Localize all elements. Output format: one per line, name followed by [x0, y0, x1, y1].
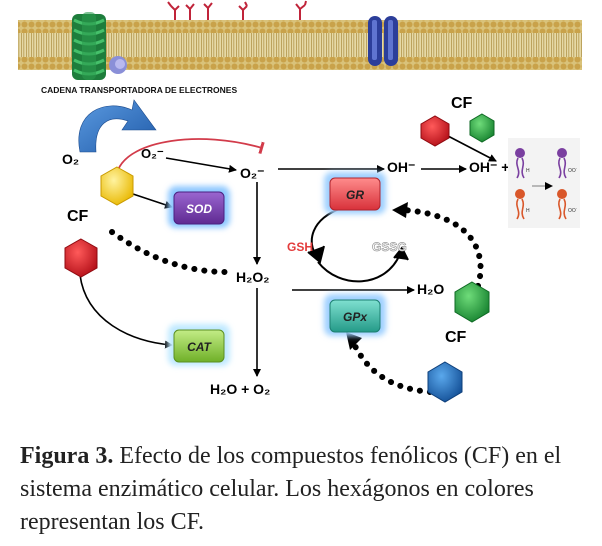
- figure-caption: Figura 3. Efecto de los compuestos fenól…: [20, 440, 590, 539]
- glycan-chains: [167, 0, 307, 20]
- species-superoxide-small: O₂⁻: [141, 146, 164, 161]
- membrane-label: CADENA TRANSPORTADORA DE ELECTRONES: [41, 85, 237, 95]
- dotted-path-heads: [346, 202, 408, 350]
- svg-text:OO˙: OO˙: [568, 208, 577, 214]
- label-gsh: GSH: [287, 240, 313, 254]
- species-o2: O₂: [62, 151, 79, 167]
- species-h2o-o2: H₂O + O₂: [210, 381, 270, 397]
- lipid-orange-h: H: [515, 189, 530, 220]
- enzyme-cat-label: CAT: [187, 340, 212, 354]
- enzyme-gpx-label: GPx: [343, 310, 368, 324]
- label-gssg: GSSG: [372, 240, 407, 254]
- hexagon-blue: [427, 361, 463, 403]
- hexagon-red-left: [64, 238, 98, 278]
- species-h2o2: H₂O₂: [236, 269, 269, 285]
- cf-label-right: CF: [445, 329, 467, 346]
- cf-label-top: CF: [451, 95, 473, 112]
- enzyme-gr-label: GR: [346, 188, 364, 202]
- enzyme-cat: CAT: [168, 324, 230, 366]
- arrow-yellow-to-sod: [132, 193, 173, 209]
- species-h2o: H₂O: [417, 281, 444, 297]
- hexagon-red-top: [420, 115, 450, 147]
- inhibition-curve: [117, 138, 265, 171]
- dotted-paths: [109, 207, 484, 395]
- hexagon-yellow: [100, 166, 134, 206]
- enzyme-gpx: GPx: [324, 294, 386, 336]
- arrow-red-to-cat: [79, 274, 173, 349]
- reaction-arrows: [79, 135, 497, 377]
- arrow-superoxide-to-main: [165, 157, 237, 173]
- species-hydroxyl-1: OH⁻: [387, 159, 415, 175]
- enzyme-sod: SOD: [168, 186, 230, 228]
- svg-text:H: H: [526, 168, 530, 174]
- lipid-orange-oo: OO˙: [557, 189, 577, 220]
- enzyme-sod-label: SOD: [186, 202, 212, 216]
- membrane-channel-protein: [368, 16, 398, 66]
- enzyme-gr: GR: [324, 172, 386, 214]
- cell-membrane: [18, 0, 582, 80]
- lipid-purple-h: H: [515, 148, 530, 179]
- svg-text:H: H: [526, 208, 530, 214]
- hexagon-green-top: [469, 113, 495, 143]
- lipid-purple-oo: OO˙: [557, 148, 577, 179]
- caption-text: Efecto de los compuestos fenólicos (CF) …: [20, 443, 562, 535]
- arrow-cf-to-hydroxyl: [447, 135, 497, 162]
- lipid-illustration: H OO˙ H OO˙: [508, 138, 580, 228]
- caption-label: Figura 3.: [20, 443, 114, 469]
- cf-label-left: CF: [67, 208, 89, 225]
- hexagon-green-right: [454, 281, 490, 323]
- species-hydroxyl-2: OH⁻ +: [469, 159, 509, 175]
- svg-text:OO˙: OO˙: [568, 168, 577, 174]
- electron-transport-complex: [72, 12, 127, 80]
- species-superoxide-main: O₂⁻: [240, 165, 265, 181]
